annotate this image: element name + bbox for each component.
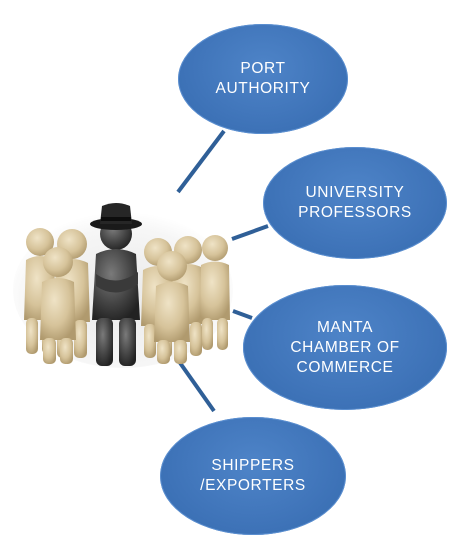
figure-back-right-3 xyxy=(200,235,230,350)
port-authority-label: PORT AUTHORITY xyxy=(215,60,311,97)
connector-shippers xyxy=(176,358,216,413)
hat-icon xyxy=(90,203,142,230)
connector-manta xyxy=(232,309,253,320)
connector-port xyxy=(176,129,226,194)
port-authority-bubble: PORT AUTHORITY xyxy=(178,24,348,134)
manta-chamber-of-commerce-label: MANTA CHAMBER OF COMMERCE xyxy=(290,318,400,376)
university-professors-bubble: UNIVERSITY PROFESSORS xyxy=(263,147,447,259)
manta-chamber-of-commerce-bubble: MANTA CHAMBER OF COMMERCE xyxy=(243,285,447,410)
figure-front-right xyxy=(154,251,190,364)
connector-university xyxy=(231,224,269,241)
shippers-exporters-bubble: SHIPPERS /EXPORTERS xyxy=(160,417,346,535)
figure-front-left xyxy=(40,247,76,364)
shippers-exporters-label: SHIPPERS /EXPORTERS xyxy=(200,457,306,494)
leader-figure xyxy=(90,203,142,366)
people-group-with-leader-icon xyxy=(13,203,233,368)
university-professors-label: UNIVERSITY PROFESSORS xyxy=(298,184,412,221)
